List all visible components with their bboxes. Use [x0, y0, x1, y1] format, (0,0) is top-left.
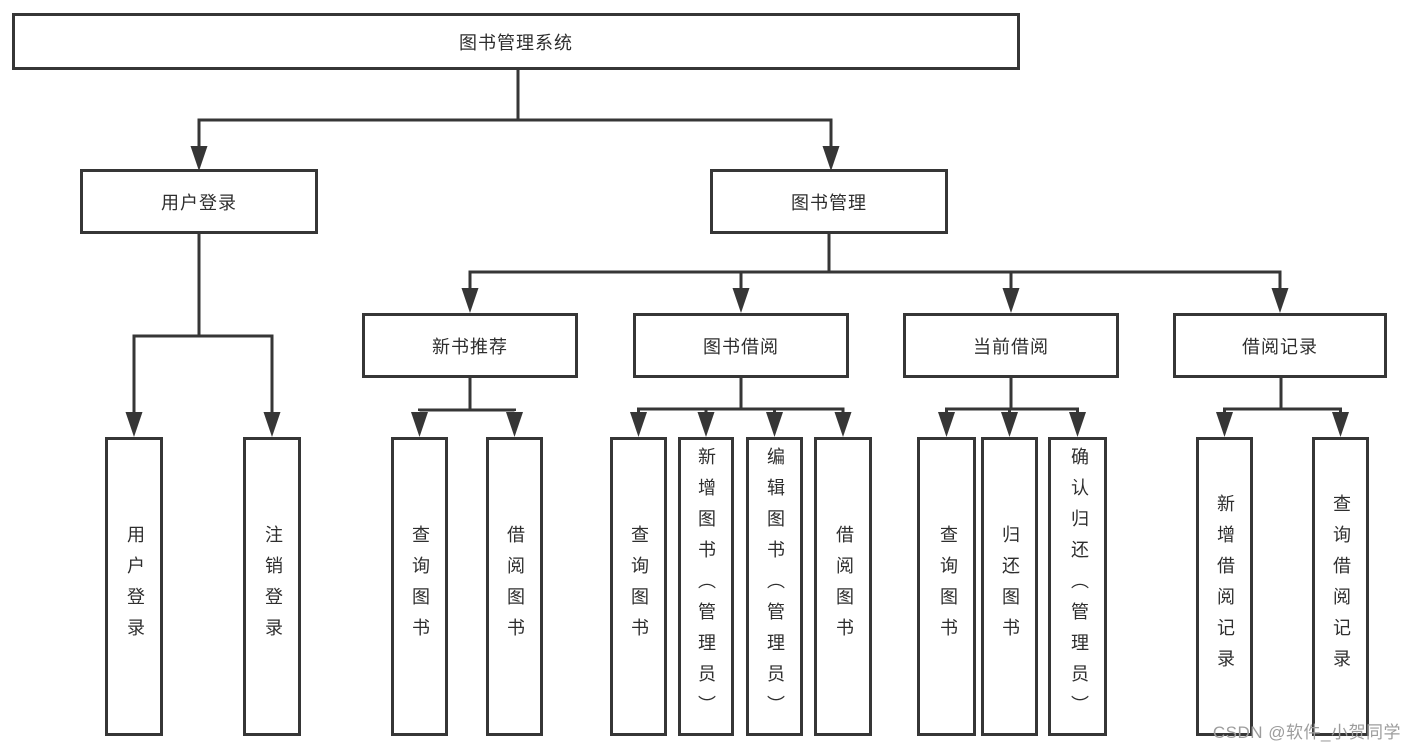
leaf-record-add-borrow-record: 新增借阅记录 — [1196, 437, 1253, 736]
arrow-down-icon — [125, 412, 143, 437]
leaf-newbook-borrow-books: 借阅图书 — [486, 437, 543, 736]
arrow-down-icon — [732, 288, 750, 313]
arrow-down-icon — [766, 412, 783, 437]
node-current-borrowing: 当前借阅 — [903, 313, 1119, 378]
connector-bookmgmt-to-level3 — [468, 233, 1282, 288]
node-book-borrowing: 图书借阅 — [633, 313, 849, 378]
leaf-logout: 注销登录 — [243, 437, 301, 736]
arrow-down-icon — [1271, 288, 1289, 313]
leaf-user-login: 用户登录 — [105, 437, 163, 736]
arrowheads — [125, 146, 1349, 437]
node-root-system: 图书管理系统 — [12, 13, 1020, 70]
connector-bookborrow-to-leaves — [637, 378, 845, 412]
arrow-down-icon — [506, 412, 523, 437]
leaf-borrow-query-books: 查询图书 — [610, 437, 667, 736]
node-user-login-branch: 用户登录 — [80, 169, 318, 234]
arrow-down-icon — [630, 412, 647, 437]
arrow-down-icon — [1001, 412, 1018, 437]
arrow-down-icon — [461, 288, 479, 313]
leaf-borrow-edit-books-admin: 编辑图书（管理员） — [746, 437, 803, 736]
leaf-current-return-books: 归还图书 — [981, 437, 1038, 736]
connector-newbook-to-leaves — [418, 378, 516, 412]
arrow-down-icon — [834, 412, 852, 437]
csdn-watermark: CSDN @软件_小贺同学 — [1212, 723, 1401, 742]
node-new-book-recommend: 新书推荐 — [362, 313, 578, 378]
arrow-down-icon — [822, 146, 840, 171]
connector-root-to-level2 — [197, 70, 833, 146]
node-borrowing-records: 借阅记录 — [1173, 313, 1387, 378]
arrow-down-icon — [697, 412, 715, 437]
arrow-down-icon — [938, 412, 955, 437]
leaf-current-query-books: 查询图书 — [917, 437, 976, 736]
arrow-down-icon — [1216, 412, 1233, 437]
arrow-down-icon — [263, 412, 281, 437]
arrow-down-icon — [1002, 288, 1020, 313]
node-book-management-branch: 图书管理 — [710, 169, 948, 234]
arrow-down-icon — [411, 412, 428, 437]
connector-borrowrecord-to-leaves — [1223, 378, 1342, 412]
arrow-down-icon — [190, 146, 208, 171]
leaf-borrow-add-books-admin: 新增图书（管理员） — [678, 437, 734, 736]
leaf-newbook-query-books: 查询图书 — [391, 437, 448, 736]
leaf-current-confirm-return-admin: 确认归还（管理员） — [1048, 437, 1107, 736]
arrow-down-icon — [1332, 412, 1349, 437]
leaf-record-query-borrow-record: 查询借阅记录 — [1312, 437, 1369, 736]
connector-currentborrow-to-leaves — [945, 378, 1079, 412]
connector-userlogin-to-leaves — [132, 234, 274, 412]
arrow-down-icon — [1069, 412, 1086, 437]
leaf-borrow-borrow-books: 借阅图书 — [814, 437, 872, 736]
